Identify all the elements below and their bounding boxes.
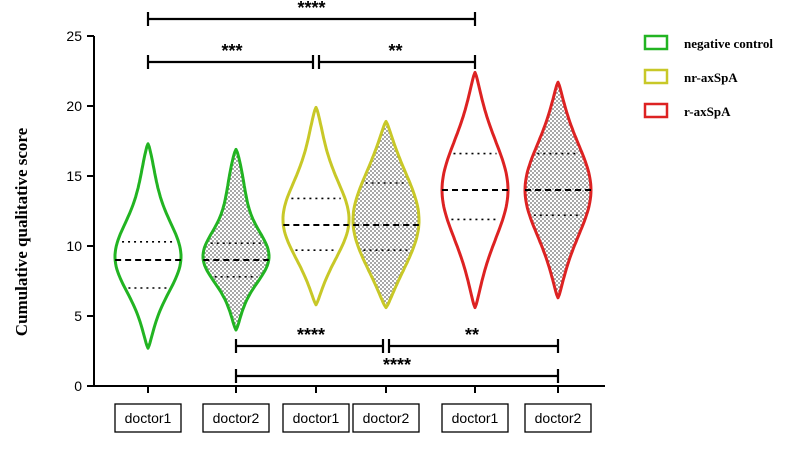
violin	[113, 142, 183, 350]
x-tick-label: doctor2	[535, 410, 582, 426]
violin	[201, 147, 271, 332]
significance-label: ****	[297, 325, 325, 345]
legend: negative control nr-axSpA r-axSpA	[643, 34, 773, 119]
y-tick-label: 25	[66, 28, 82, 44]
x-tick-box	[282, 403, 350, 433]
violin	[281, 105, 351, 307]
y-tick-label: 0	[74, 378, 82, 394]
x-tick-label: doctor2	[363, 410, 410, 426]
x-tick-label: doctor1	[293, 410, 340, 426]
y-tick-label: 10	[66, 238, 82, 254]
violin	[351, 119, 421, 310]
legend-label: r-axSpA	[684, 104, 731, 119]
significance-label: ****	[297, 0, 325, 18]
y-tick-label: 20	[66, 98, 82, 114]
axes: 0 5 10 15 20 25 doctor1 doctor2 doctor1 doctor2 do…	[66, 28, 605, 433]
violins	[113, 70, 593, 350]
y-axis-label: Cumulative qualitative score	[12, 127, 31, 336]
x-tick-label: doctor1	[125, 410, 172, 426]
y-tick-label: 15	[66, 168, 82, 184]
x-tick-box	[202, 403, 270, 433]
significance-label: ****	[383, 355, 411, 375]
x-tick-label: doctor1	[452, 410, 499, 426]
x-tick-label: doctor2	[213, 410, 260, 426]
x-tick-box	[441, 403, 509, 433]
significance-label: ***	[221, 41, 242, 61]
significance-brackets: *******************	[146, 0, 560, 383]
x-tick-box	[524, 403, 592, 433]
legend-label: negative control	[684, 36, 773, 51]
significance-label: **	[388, 41, 402, 61]
legend-swatch	[643, 102, 669, 119]
y-tick-label: 5	[74, 308, 82, 324]
significance-label: **	[465, 325, 479, 345]
legend-swatch	[643, 34, 669, 51]
x-tick-box	[352, 403, 420, 433]
legend-swatch	[643, 68, 669, 85]
legend-label: nr-axSpA	[684, 70, 738, 85]
x-tick-box	[114, 403, 182, 433]
